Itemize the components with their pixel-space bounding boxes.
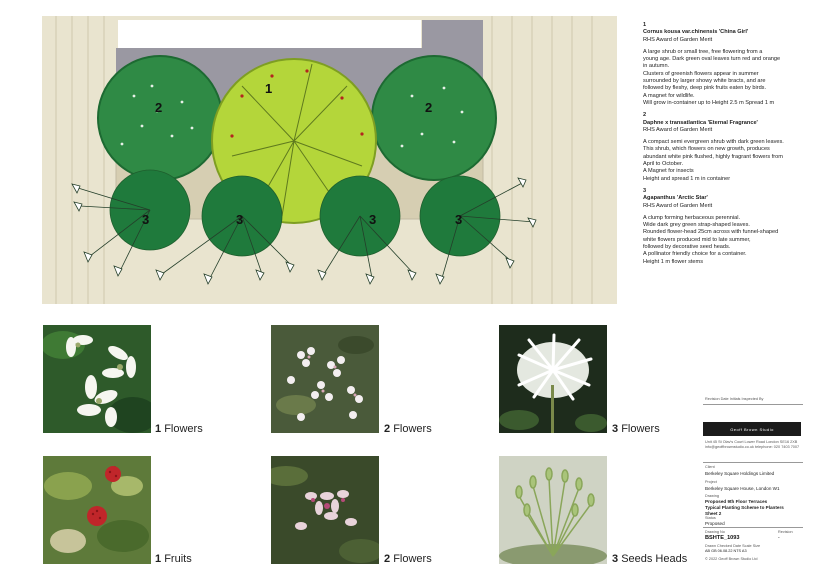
plant-note-line: Wide dark grey green strap-shaped leaves… (643, 222, 750, 229)
caption-photo-1: 1 Flowers (155, 423, 203, 435)
plant-note-line: young age. Dark green oval leaves turn r… (643, 56, 781, 63)
plant-note-award: RHS Award of Garden Merit (643, 126, 713, 133)
plant-note-line: Will grow in-container up to Height 2.5 … (643, 99, 775, 106)
studio-contact: info@geoffbrownstudio.co.uk telephone: 0… (705, 445, 800, 449)
plan-label-daphne-left: 2 (155, 100, 162, 115)
caption-photo-5: 2 Flowers (384, 553, 432, 565)
plant-note-number: 3 (643, 187, 647, 194)
drawing-title-1: Proposed 9th Floor Terraces (705, 499, 768, 504)
plant-note-line: white flowers produced mid to late summe… (643, 236, 751, 243)
drawing-title-3: Sheet 2 (705, 511, 722, 516)
caption-number: 1 (155, 553, 162, 565)
photo-agapanthus-seed-heads (499, 456, 607, 564)
status-label: Status (705, 516, 716, 520)
daphne-shrub-right (371, 55, 497, 181)
agapanthus-flowerheads (71, 177, 537, 285)
plant-note-title: Agapanthus 'Arctic Star' (643, 195, 708, 202)
plan-label-agapanthus-3: 3 (369, 212, 376, 227)
plant-note-line: Rounded flower-head 25cm across with fun… (643, 229, 779, 236)
plant-note-line: This shrub, which flowers on new growth,… (643, 146, 770, 153)
daphne-shrub-left (97, 55, 223, 181)
drawing-number: BSHTE_1093 (705, 535, 740, 541)
plant-note-line: Clusters of greenish flowers appear in s… (643, 70, 759, 77)
plant-note-line: A Magnet for insects (643, 168, 694, 175)
plant-note-line: A large shrub or small tree, free flower… (643, 48, 763, 55)
caption-number: 2 (384, 553, 391, 565)
caption-label: Flowers (164, 423, 203, 435)
plan-label-daphne-right: 2 (425, 100, 432, 115)
client-label: Client (705, 465, 715, 469)
copyright: © 2022 Geoff Brown Studio Ltd (705, 557, 758, 561)
caption-label: Flowers (621, 423, 660, 435)
caption-number: 3 (612, 423, 619, 435)
photo-daphne-flowers (271, 325, 379, 433)
status-value: Proposed (705, 521, 725, 526)
caption-label: Fruits (164, 553, 192, 565)
meta-labels: Drawn Checked Date Scale Size (705, 544, 761, 548)
plant-note-line: Height and spread 1 m in container (643, 175, 731, 182)
drawing-no-label: Drawing No (705, 530, 725, 534)
caption-photo-4: 1 Fruits (155, 553, 192, 565)
plant-note-line: A clump forming herbaceous perennial. (643, 214, 741, 221)
photo-cornus-fruits (43, 456, 151, 564)
plant-note-line: A pollinator friendly choice for a conta… (643, 251, 747, 258)
plant-notes: 1 Cornus kousa var.chinensis 'China Girl… (643, 22, 821, 266)
caption-photo-3: 3 Flowers (612, 423, 660, 435)
plant-note-title: Cornus kousa var.chinensis 'China Girl' (643, 29, 749, 36)
photo-cornus-flowers (43, 325, 151, 433)
drawing-title-2: Typical Planting Scheme to Planters (705, 505, 784, 510)
plan-label-agapanthus-4: 3 (455, 212, 462, 227)
plant-note-award: RHS Award of Garden Merit (643, 202, 713, 209)
plant-note-line: A magnet for wildlife. (643, 92, 695, 99)
plant-note-line: followed by fleshy, deep pink fruits eat… (643, 85, 767, 92)
caption-label: Flowers (393, 553, 432, 565)
meta-values: AB GB 06.08.22 NTS A3 (705, 549, 747, 553)
planting-plan: 1 2 2 3 3 3 3 (42, 16, 617, 304)
studio-address: Unit 45 St Olav's Court Lower Road Londo… (705, 440, 798, 444)
caption-photo-2: 2 Flowers (384, 423, 432, 435)
plant-note-line: A compact semi evergreen shrub with dark… (643, 139, 784, 146)
plant-note-number: 1 (643, 22, 647, 28)
plant-note-3: 3 Agapanthus 'Arctic Star' RHS Award of … (643, 188, 821, 266)
client-name: Berkeley Square Holdings Limited (705, 471, 775, 476)
plan-label-cornus: 1 (265, 81, 272, 96)
revision-header: Revision Date Initials Inspected By (705, 397, 764, 401)
caption-number: 3 (612, 553, 619, 565)
photo-agapanthus-flowers (499, 325, 607, 433)
plant-note-line: in autumn. (643, 63, 670, 70)
caption-number: 2 (384, 423, 391, 435)
caption-label: Flowers (393, 423, 432, 435)
caption-photo-6: 3 Seeds Heads (612, 553, 687, 565)
photo-daphne-flowers-close (271, 456, 379, 564)
plant-note-award: RHS Award of Garden Merit (643, 36, 713, 43)
drawing-label: Drawing (705, 494, 719, 498)
plan-label-agapanthus-1: 3 (142, 212, 149, 227)
plant-note-line: surrounded by larger showy white bracts,… (643, 78, 766, 85)
plant-note-1: 1 Cornus kousa var.chinensis 'China Girl… (643, 22, 821, 107)
caption-number: 1 (155, 423, 162, 435)
plant-note-number: 2 (643, 112, 647, 119)
studio-logo: Geoff Brown Studio (703, 422, 801, 436)
revision-value: - (778, 535, 780, 541)
plant-note-line: abundant white pink flushed, highly frag… (643, 153, 783, 160)
plan-label-agapanthus-2: 3 (236, 212, 243, 227)
plant-note-2: 2 Daphne x transatlantica 'Eternal Fragr… (643, 112, 821, 183)
plant-note-line: followed by decorative seed heads. (643, 244, 731, 251)
project-label: Project (705, 480, 717, 484)
project-name: Berkeley Square House, London W1 (705, 486, 780, 491)
plant-note-line: April to October. (643, 161, 684, 168)
plant-note-title: Daphne x transatlantica 'Eternal Fragran… (643, 119, 758, 126)
revision-label: Revision (778, 530, 793, 534)
plant-note-line: Height 1 m flower stems (643, 258, 703, 265)
caption-label: Seeds Heads (621, 553, 688, 565)
